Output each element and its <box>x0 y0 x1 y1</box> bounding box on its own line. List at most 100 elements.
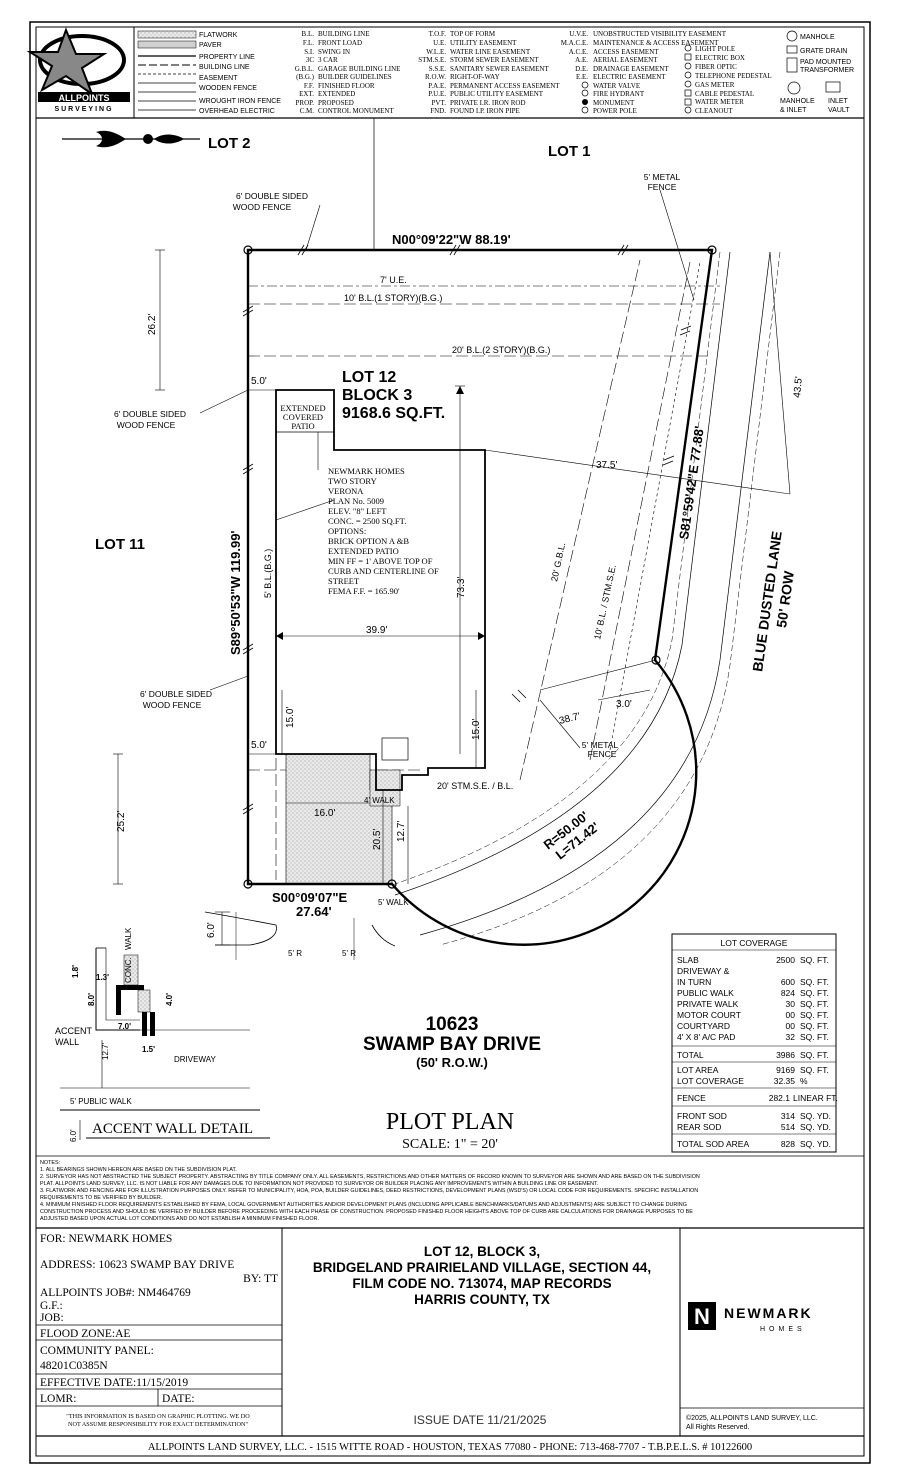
rear-sod-label: REAR SOD <box>677 1122 721 1132</box>
lot-12-label: LOT 12 <box>342 369 396 386</box>
dim-label: 43.5' <box>792 376 805 398</box>
front-sod-value: 314 <box>781 1111 795 1121</box>
telephone-pedestal-icon <box>684 71 692 79</box>
coverage-unit: SQ. FT. <box>800 1065 829 1075</box>
south-line-bearing: S00°09'07"E <box>272 890 348 905</box>
side-bl-label: 5' B.L.(B.G.) <box>263 549 273 598</box>
detail-dim: 8.0' <box>87 993 96 1006</box>
address-row: (50' R.O.W.) <box>416 1055 488 1070</box>
fence-label: FENCE <box>677 1093 706 1103</box>
note-line: REQUIREMENTS TO BE VERIFIED BY BUILDER. <box>40 1195 162 1201</box>
abbr: PROP. <box>296 99 315 107</box>
lot-2-label: LOT 2 <box>208 135 251 152</box>
coverage-value: 00 <box>786 1010 796 1020</box>
property-line <box>246 248 714 946</box>
accent-wall-piece <box>150 1012 155 1036</box>
abbr: P.A.E. <box>428 82 446 90</box>
disclaimer-line: "THIS INFORMATION IS BASED ON GRAPHIC PL… <box>66 1413 250 1420</box>
legend-label: BUILDING LINE <box>199 64 250 71</box>
fence-label: FENCE <box>588 749 617 759</box>
iron-rod-marker <box>243 879 253 889</box>
abbr-meaning: WATER LINE EASEMENT <box>450 48 531 56</box>
abbr: F.L. <box>303 39 314 47</box>
detail-driveway-label: DRIVEWAY <box>174 1055 216 1064</box>
fence-label: WOOD FENCE <box>143 700 202 710</box>
accent-wall-piece <box>116 985 121 1015</box>
abbr-meaning: PROPOSED <box>318 99 354 107</box>
abbr-meaning: & INLET <box>780 107 807 114</box>
abbr: P.U.E. <box>428 90 446 98</box>
lot-1-label: LOT 1 <box>548 143 591 160</box>
abbr: R.O.W. <box>425 73 446 81</box>
dim-label: 5.0' <box>251 376 267 387</box>
coverage-unit: SQ. YD. <box>800 1111 831 1121</box>
abbr-meaning: ELECTRIC EASEMENT <box>593 73 666 81</box>
legend-label: PROPERTY LINE <box>199 54 255 61</box>
coverage-unit: SQ. YD. <box>800 1139 831 1149</box>
gas-meter-icon <box>684 80 692 88</box>
newmark-logo-name: NEWMARK <box>724 1305 813 1321</box>
lot-11-label: LOT 11 <box>95 536 145 553</box>
north-arrow-icon <box>62 130 200 148</box>
abbr-meaning: PAD MOUNTED <box>800 59 851 66</box>
total-sod-label: TOTAL SOD AREA <box>677 1139 749 1149</box>
coverage-label: 4' X 8' A/C PAD <box>677 1032 735 1042</box>
abbr: (B.G.) <box>296 73 315 81</box>
abbr: EXT. <box>299 90 314 98</box>
abbr-meaning: SANITARY SEWER EASEMENT <box>450 65 549 73</box>
accent-wall-detail: CONC. WALK 1.8' 1.3' 8.0' 4.0' 7.0' 1.5'… <box>55 927 270 1142</box>
scale-label: SCALE: 1" = 20' <box>402 1137 498 1152</box>
copyright-line: ©2025, ALLPOINTS LAND SURVEY, LLC. <box>686 1414 818 1422</box>
detail-public-walk-label: 5' PUBLIC WALK <box>70 1097 132 1106</box>
coverage-label: IN TURN <box>677 977 711 987</box>
abbr: U.E. <box>433 39 446 47</box>
house-footprint[interactable] <box>275 389 486 791</box>
electric-box-icon <box>684 53 692 61</box>
coverage-value: 32 <box>786 1032 796 1042</box>
abbr-meaning: MAINTENANCE & ACCESS EASEMENT <box>593 39 719 47</box>
coverage-label: COURTYARD <box>677 1021 730 1031</box>
detail-dim: 1.5' <box>142 1045 155 1054</box>
abbr-meaning: LIGHT POLE <box>695 45 735 53</box>
abbr-meaning: STORM SEWER EASEMENT <box>450 56 539 64</box>
patio-label: COVERED <box>283 412 323 422</box>
abbr: W.L.E. <box>426 48 446 56</box>
fence-label: WOOD FENCE <box>233 202 292 212</box>
house-note: NEWMARK HOMES <box>328 466 405 476</box>
issue-date: ISSUE DATE 11/21/2025 <box>414 1413 547 1427</box>
coverage-unit: SQ. FT. <box>800 1010 829 1020</box>
manhole-icon <box>786 30 798 42</box>
lot-area-value: 9169 <box>776 1065 795 1075</box>
abbr-meaning: PUBLIC UTILITY EASEMENT <box>450 90 544 98</box>
coverage-unit: LINEAR FT. <box>793 1093 838 1103</box>
fence-label: 5' METAL <box>644 172 681 182</box>
fiber-optic-icon <box>684 62 692 70</box>
note-line: CONSTRUCTION PROCESS AND SHOULD BE VERIF… <box>40 1209 693 1215</box>
abbr-meaning: AERIAL EASEMENT <box>593 56 658 64</box>
coverage-unit: SQ. FT. <box>800 1021 829 1031</box>
abbr: C.M. <box>300 107 315 115</box>
abbr-meaning: EXTENDED <box>318 90 355 98</box>
ac-pad <box>381 737 409 761</box>
abbr: PVT. <box>432 99 447 107</box>
legend-label: WOODEN FENCE <box>199 85 257 92</box>
abbr-meaning: FIRE HYDRANT <box>593 90 645 98</box>
coverage-unit: SQ. YD. <box>800 1122 831 1132</box>
detail-dim: 1.8' <box>71 965 80 978</box>
gf-label: G.F.: <box>40 1300 63 1312</box>
note-line: 4. MINIMUM FINISHED FLOOR REQUIREMENTS E… <box>40 1202 687 1208</box>
community-panel-label: COMMUNITY PANEL: <box>40 1345 154 1357</box>
legal-line: BRIDGELAND PRAIRIELAND VILLAGE, SECTION … <box>313 1260 651 1275</box>
bl2-label: 20' B.L.(2 STORY)(B.G.) <box>452 345 550 355</box>
coverage-unit: SQ. FT. <box>800 955 829 965</box>
legend-symbols: FLATWORK PAVER PROPERTY LINE BUILDING LI… <box>137 30 281 115</box>
abbr-meaning: BUILDER GUIDELINES <box>318 73 392 81</box>
fence-label: 5' METAL <box>582 740 619 750</box>
dim-label: 37.5' <box>596 460 617 471</box>
fence-label: FENCE <box>648 182 677 192</box>
abbrev-column-5: MANHOLE GRATE DRAIN PAD MOUNTED TRANSFOR… <box>780 30 854 114</box>
address-block: 10623 SWAMP BAY DRIVE (50' R.O.W.) PLOT … <box>363 1014 541 1152</box>
iron-rod-marker <box>243 245 253 255</box>
dim-label: 38.7' <box>558 711 581 727</box>
detail-dim: 12.7' <box>101 1042 110 1060</box>
